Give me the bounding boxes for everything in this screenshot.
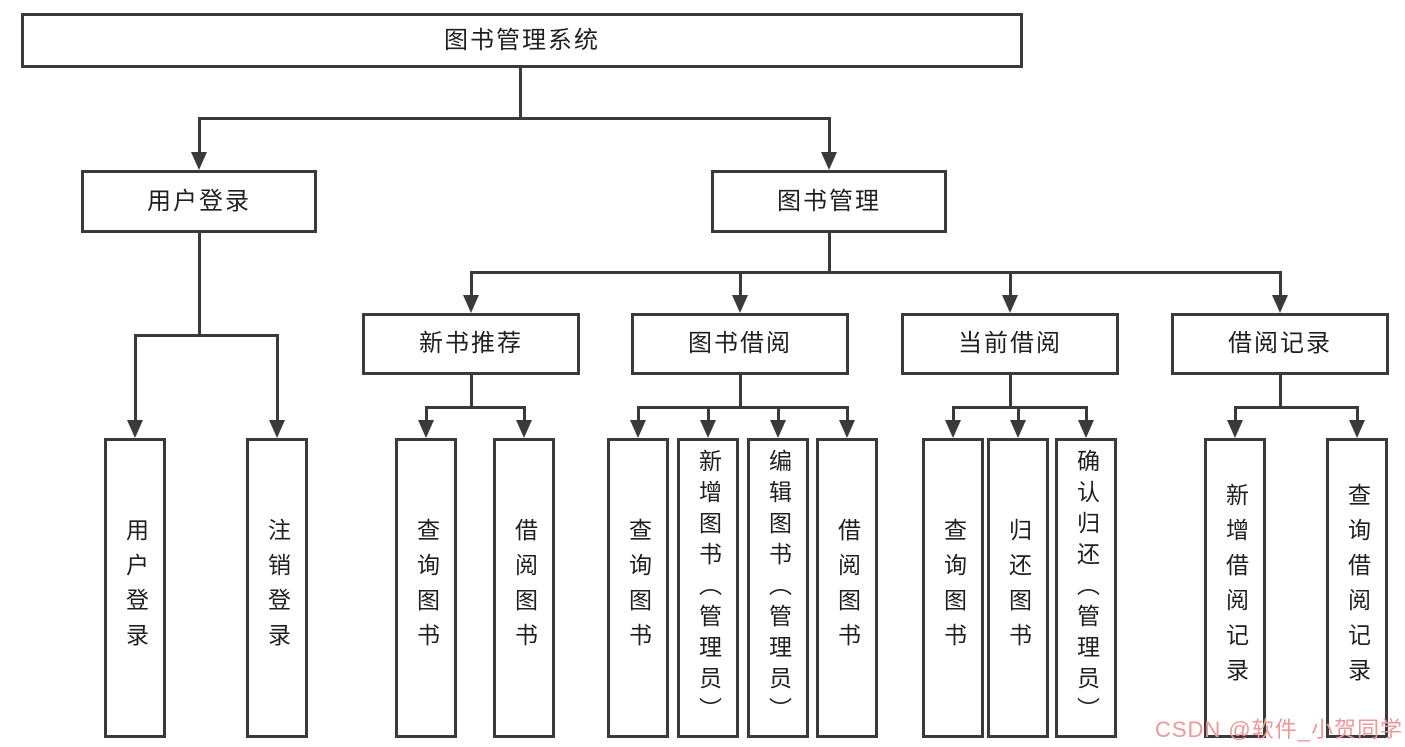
connector-line (1279, 375, 1282, 409)
connector-line (1234, 406, 1237, 424)
connector-line (470, 271, 473, 299)
connector-line (276, 334, 279, 424)
node-leaf-borrow-book-2: 借阅图书 (816, 438, 878, 738)
connector-line (198, 117, 830, 120)
connector-line (425, 406, 428, 424)
arrowhead-icon (839, 420, 855, 438)
node-leaf-borrow-book-1: 借阅图书 (493, 438, 555, 738)
arrowhead-icon (700, 420, 716, 438)
connector-line (134, 334, 278, 337)
node-leaf-logout: 注销登录 (246, 438, 308, 738)
node-user-login: 用户登录 (81, 170, 317, 233)
node-root: 图书管理系统 (21, 13, 1023, 68)
node-label: 用户登录 (147, 187, 251, 215)
node-label: 查询图书 (940, 518, 967, 658)
connector-line (198, 233, 201, 337)
node-book-mgmt: 图书管理 (711, 170, 947, 233)
connector-line (1279, 271, 1282, 299)
arrowhead-icon (1272, 295, 1288, 313)
watermark: CSDN @软件_小贺同学 (1154, 717, 1403, 742)
arrowhead-icon (821, 152, 837, 170)
node-label: 当前借阅 (958, 330, 1062, 357)
arrowhead-icon (770, 420, 786, 438)
connector-line (1356, 406, 1359, 424)
node-new-book-rec: 新书推荐 (362, 313, 580, 375)
connector-line (707, 406, 710, 424)
node-label: 借阅记录 (1228, 330, 1332, 357)
arrowhead-icon (269, 420, 285, 438)
node-label: 编辑图书（管理员） (765, 448, 792, 728)
connector-line (470, 375, 473, 409)
connector-line (198, 117, 201, 156)
connector-line (777, 406, 780, 424)
node-label: 图书借阅 (688, 330, 792, 357)
node-leaf-query-book-2: 查询图书 (607, 438, 669, 738)
connector-line (828, 117, 831, 156)
arrowhead-icon (1010, 420, 1026, 438)
connector-line (1085, 406, 1088, 424)
connector-line (134, 334, 137, 424)
node-current-borrow: 当前借阅 (901, 313, 1119, 375)
node-book-borrow: 图书借阅 (631, 313, 849, 375)
node-label: 确认归还（管理员） (1073, 448, 1100, 728)
node-label: 查询图书 (625, 518, 652, 658)
node-label: 归还图书 (1005, 518, 1032, 658)
node-leaf-edit-book-admin: 编辑图书（管理员） (747, 438, 809, 738)
node-label: 新增借阅记录 (1222, 483, 1249, 693)
node-label: 新增图书（管理员） (695, 448, 722, 728)
arrowhead-icon (1227, 420, 1243, 438)
node-label: 注销登录 (264, 518, 291, 658)
node-leaf-query-borrow-record: 查询借阅记录 (1326, 438, 1388, 738)
node-label: 用户登录 (122, 518, 149, 658)
arrowhead-icon (945, 420, 961, 438)
arrowhead-icon (732, 295, 748, 313)
node-label: 查询借阅记录 (1344, 483, 1371, 693)
node-leaf-query-book-1: 查询图书 (395, 438, 457, 738)
connector-line (1009, 375, 1012, 409)
node-leaf-return-book: 归还图书 (987, 438, 1049, 738)
node-leaf-add-borrow-record: 新增借阅记录 (1204, 438, 1266, 738)
connector-line (952, 406, 955, 424)
connector-line (637, 406, 848, 409)
node-label: 查询图书 (413, 518, 440, 658)
connector-line (523, 406, 526, 424)
node-leaf-confirm-return-admin: 确认归还（管理员） (1055, 438, 1117, 738)
connector-line (1009, 271, 1012, 299)
node-leaf-user-login: 用户登录 (104, 438, 166, 738)
arrowhead-icon (418, 420, 434, 438)
node-label: 图书管理 (777, 187, 881, 215)
connector-line (519, 68, 522, 120)
connector-line (739, 271, 742, 299)
arrowhead-icon (1078, 420, 1094, 438)
connector-line (1234, 406, 1358, 409)
arrowhead-icon (516, 420, 532, 438)
node-label: 借阅图书 (834, 518, 861, 658)
connector-line (637, 406, 640, 424)
node-leaf-add-book-admin: 新增图书（管理员） (677, 438, 739, 738)
connector-line (739, 375, 742, 409)
arrowhead-icon (630, 420, 646, 438)
connector-line (828, 233, 831, 274)
arrowhead-icon (1002, 295, 1018, 313)
connector-line (470, 271, 1281, 274)
connector-line (425, 406, 525, 409)
node-leaf-query-book-3: 查询图书 (922, 438, 984, 738)
node-label: 图书管理系统 (444, 26, 600, 54)
arrowhead-icon (1349, 420, 1365, 438)
arrowhead-icon (463, 295, 479, 313)
connector-line (846, 406, 849, 424)
node-borrow-record: 借阅记录 (1171, 313, 1389, 375)
node-label: 借阅图书 (511, 518, 538, 658)
connector-line (1017, 406, 1020, 424)
arrowhead-icon (191, 152, 207, 170)
arrowhead-icon (127, 420, 143, 438)
node-label: 新书推荐 (419, 330, 523, 357)
